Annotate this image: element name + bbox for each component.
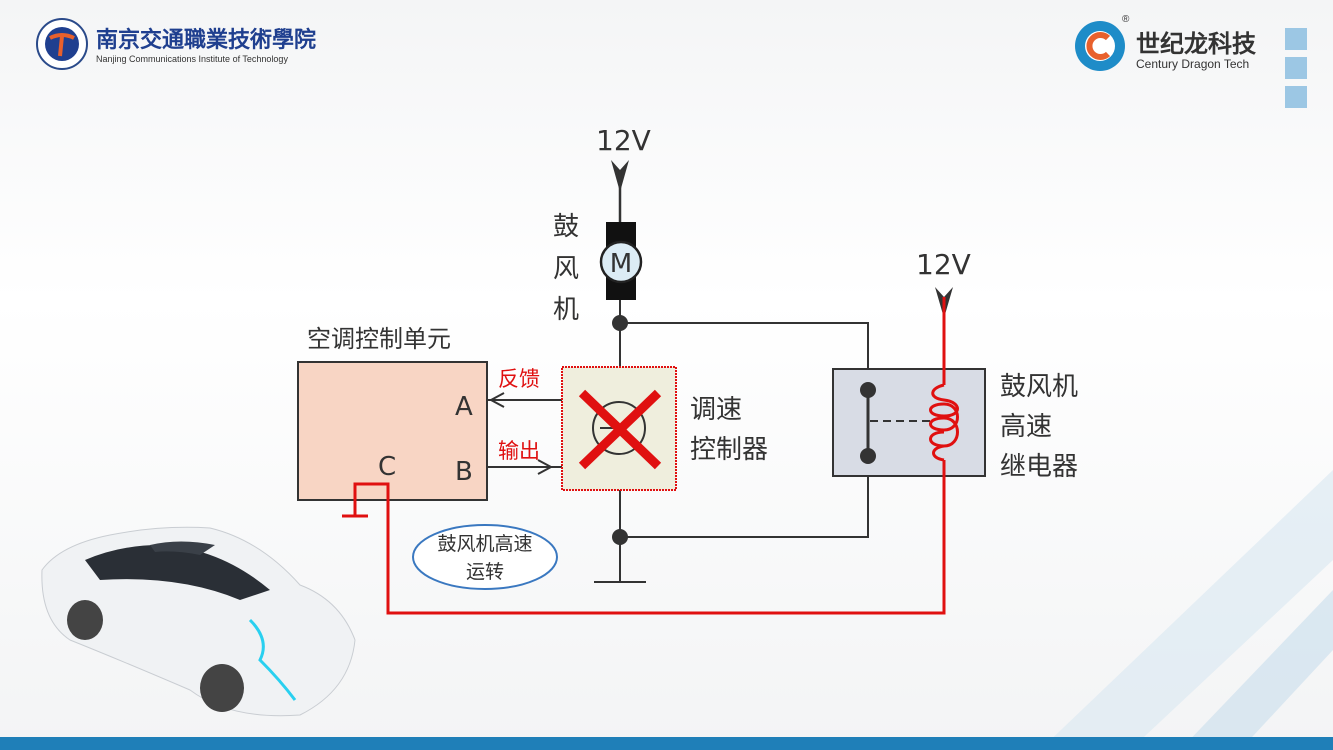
- label: 南京交通職業技術學院: [96, 27, 316, 53]
- diagram-shape: [488, 392, 505, 408]
- label: 运转: [466, 561, 504, 583]
- label: M: [610, 249, 632, 279]
- junction-node: [612, 315, 628, 331]
- diagram-shape: [248, 618, 297, 701]
- diagram-shape: [67, 600, 103, 640]
- label: 风: [553, 254, 579, 284]
- school-logo: 南京交通職業技術學院 Nanjing Communications Instit…: [36, 18, 316, 70]
- diagram-shape: [150, 541, 215, 555]
- menu-square[interactable]: [1285, 28, 1307, 50]
- diagram-shape: [860, 382, 876, 398]
- label: 继电器: [1000, 452, 1078, 482]
- menu-square[interactable]: [1285, 57, 1307, 79]
- label: ®: [1122, 14, 1130, 25]
- supply-label-relay: 12V: [916, 248, 971, 281]
- brand-logo: ® 世纪龙科技 Century Dragon Tech: [1075, 14, 1257, 71]
- callout-bubble: [412, 524, 558, 590]
- acu-box: [297, 361, 488, 501]
- label: 控制器: [690, 435, 768, 465]
- label: 反馈: [498, 367, 540, 391]
- diagram-shape: [1086, 32, 1111, 60]
- diagram-shape: [537, 459, 554, 475]
- decor-stripe: [1180, 590, 1333, 750]
- diagram-shape: [592, 401, 646, 455]
- wires: [487, 300, 869, 583]
- acu-title: 空调控制单元: [307, 325, 451, 353]
- bottom-bar: [0, 737, 1333, 750]
- diagram-shape: [353, 460, 946, 615]
- label: Century Dragon Tech: [1136, 57, 1249, 71]
- diagram-shape: [620, 456, 869, 538]
- label: Nanjing Communications Institute of Tech…: [96, 54, 288, 64]
- diagram-shape: [860, 448, 876, 464]
- label: 世纪龙科技: [1136, 30, 1257, 58]
- label: B: [455, 457, 473, 487]
- junction-node: [612, 529, 628, 545]
- label: 输出: [498, 439, 540, 463]
- label: 鼓: [553, 212, 579, 242]
- decor-stripe: [1040, 470, 1333, 750]
- car-illustration: [41, 526, 356, 717]
- label: C: [378, 452, 396, 482]
- diagram-shape: [85, 545, 270, 600]
- menu-square[interactable]: [1285, 86, 1307, 108]
- supply-label-top: 12V: [596, 124, 651, 157]
- label: 调速: [690, 395, 742, 425]
- label: 鼓风机高速: [437, 533, 532, 555]
- diagram-shape: [620, 322, 869, 390]
- diagram-shape: [200, 664, 244, 712]
- label: 鼓风机: [1000, 372, 1078, 402]
- label: 高速: [1000, 412, 1052, 442]
- relay-control-circuit: [342, 297, 959, 615]
- fault-x-icon: [578, 389, 662, 470]
- diagram-shape: [578, 389, 662, 470]
- label: 机: [553, 295, 579, 325]
- relay-box: [832, 368, 986, 477]
- diagram-shape: [929, 383, 959, 462]
- diagram-shape: [49, 33, 75, 57]
- label: A: [455, 392, 473, 422]
- motor-symbol: [599, 240, 643, 284]
